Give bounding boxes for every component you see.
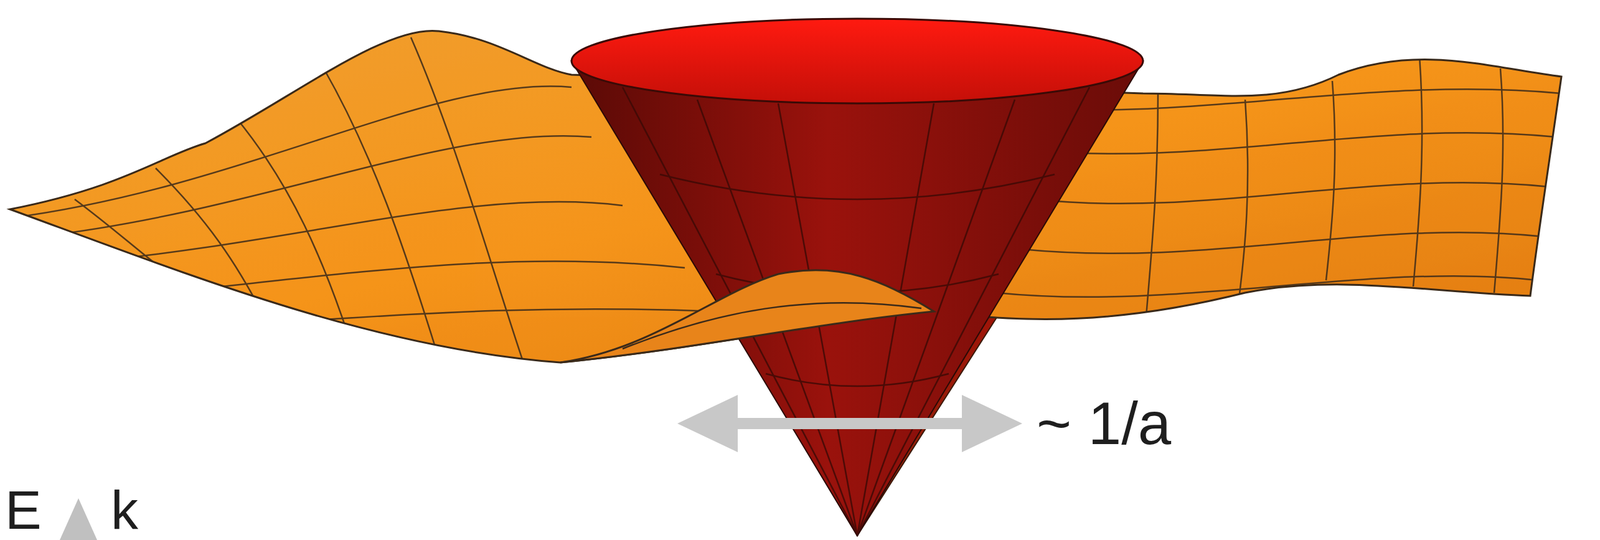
axis-label: E [4, 482, 42, 538]
dimension-label: ~ 1/a [1036, 393, 1172, 454]
axis-label: k [110, 482, 139, 538]
